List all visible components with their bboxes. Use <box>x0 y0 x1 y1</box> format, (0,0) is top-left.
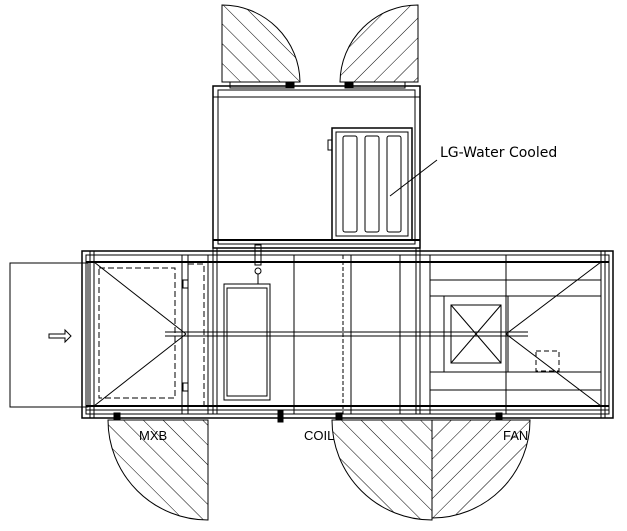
water-cooled-callout: LG-Water Cooled <box>440 145 558 161</box>
section-label-coil: COIL <box>304 428 335 443</box>
water-cooled-unit <box>327 127 438 241</box>
coil-door <box>331 419 433 521</box>
airflow-arrow-icon <box>48 328 72 344</box>
main-casing <box>81 244 614 423</box>
top-left-door <box>221 4 301 83</box>
section-label-fan: FAN <box>503 428 529 443</box>
fan-door <box>431 419 531 519</box>
top-housing <box>212 81 421 249</box>
top-right-door <box>339 4 419 83</box>
mxb-door <box>107 419 209 521</box>
inlet-hood <box>9 262 89 408</box>
section-label-mxb: MXB <box>139 428 168 443</box>
